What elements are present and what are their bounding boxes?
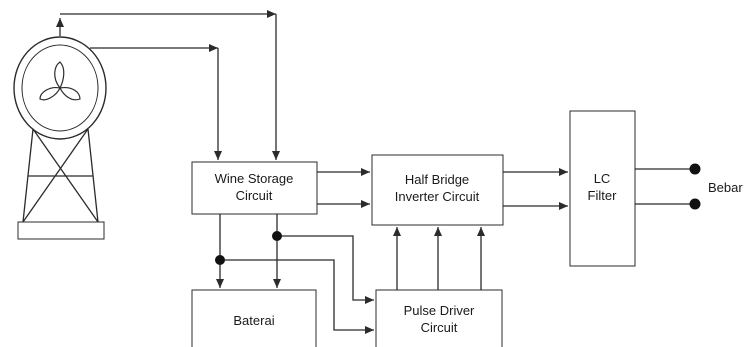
half-bridge-inverter-block: Half Bridge Inverter Circuit xyxy=(371,154,504,226)
output-load-label: Bebar xyxy=(708,180,743,195)
wine-storage-label-line2: Circuit xyxy=(236,188,273,203)
baterai-label: Baterai xyxy=(233,313,274,328)
wine-storage-label-line1: Wine Storage xyxy=(215,171,294,186)
wind-turbine-icon xyxy=(13,36,107,240)
junction-to-driver-lines xyxy=(220,235,374,334)
lc-filter-label-line2: Filter xyxy=(588,188,618,203)
junction-dot xyxy=(215,255,225,265)
storage-to-battery-arrows xyxy=(216,214,281,288)
half-bridge-label-line2: Inverter Circuit xyxy=(395,189,480,204)
junction-dot xyxy=(272,231,282,241)
inverter-to-filter-arrows xyxy=(503,168,568,210)
wine-storage-circuit-block: Wine Storage Circuit xyxy=(191,161,318,215)
lc-filter-label-line1: LC xyxy=(594,171,611,186)
baterai-block: Baterai xyxy=(191,289,317,347)
lc-filter-block: LC Filter xyxy=(569,110,636,267)
turbine-feed-lines xyxy=(56,10,280,160)
pulse-driver-label-line2: Circuit xyxy=(421,320,458,335)
output-terminals: Bebar xyxy=(635,163,743,210)
half-bridge-label-line1: Half Bridge xyxy=(405,172,469,187)
storage-to-inverter-arrows xyxy=(317,168,370,208)
terminal-dot xyxy=(689,198,701,210)
pulse-driver-label-line1: Pulse Driver xyxy=(404,303,475,318)
terminal-dot xyxy=(689,163,701,175)
pulse-driver-circuit-block: Pulse Driver Circuit xyxy=(375,289,503,347)
driver-to-inverter-arrows xyxy=(393,227,485,290)
